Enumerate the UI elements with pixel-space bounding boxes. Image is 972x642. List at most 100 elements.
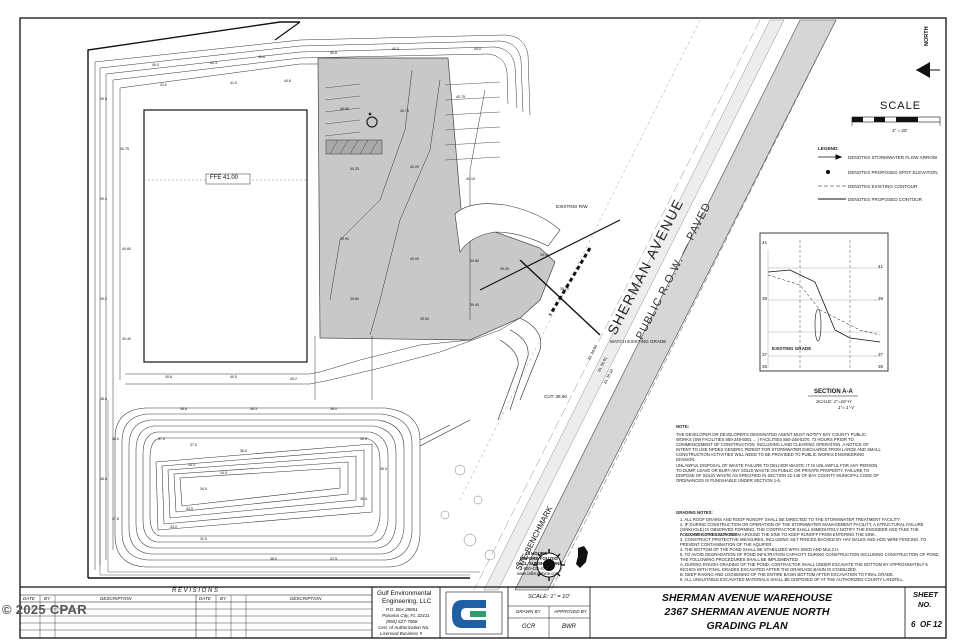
svg-text:40.20: 40.20 — [410, 165, 419, 169]
svg-text:36.0: 36.0 — [380, 467, 387, 471]
rev-col-desc-2: DESCRIPTION — [290, 596, 322, 601]
svg-text:32.5: 32.5 — [200, 537, 207, 541]
legend-symbols — [818, 154, 846, 200]
svg-text:39.40: 39.40 — [470, 303, 479, 307]
retention-pond — [114, 407, 421, 568]
title-line-2: 2367 SHERMAN AVENUE NORTH — [664, 606, 830, 618]
svg-text:41.0: 41.0 — [230, 81, 237, 85]
svg-text:36.5: 36.5 — [240, 449, 247, 453]
title-block — [19, 586, 946, 639]
svg-text:40.0: 40.0 — [474, 47, 481, 51]
property-boundary — [87, 21, 470, 579]
engineer-addr-1: P.O. Box 28851 — [386, 607, 418, 612]
section-existing-grade: EXISTING GRADE — [772, 346, 812, 351]
engineer-addr-5: Licensed Business # — [380, 631, 423, 636]
svg-text:39.00: 39.00 — [540, 253, 549, 257]
revisions-title: R E V I S I O N S — [172, 588, 219, 594]
building-apron-contours — [125, 317, 521, 385]
pond-outer-contours — [99, 400, 480, 576]
flow-lines — [329, 69, 486, 336]
rev-col-by-2: BY — [220, 596, 227, 601]
svg-text:39.2: 39.2 — [100, 297, 107, 301]
sherman-avenue-road — [459, 19, 837, 591]
note-paragraph-2: UNLAWFUL DISPOSAL OF WASTE FAILURE TO DE… — [676, 463, 879, 484]
rev-col-date-2: DATE — [199, 596, 211, 601]
grading-note-2a: A. GRADE A DIVERSION BERM AROUND THE SIN… — [680, 532, 876, 537]
entrance-island — [454, 203, 561, 253]
paved-parking-area — [317, 57, 556, 341]
svg-text:35.5: 35.5 — [360, 497, 367, 501]
legend-title: LEGEND: — [818, 146, 839, 151]
note-paragraph-1: THE DEVELOPER OR DEVELOPER'S DESIGNATED … — [676, 432, 881, 463]
scale-box-scale: SCALE: 1" = 10' — [528, 594, 570, 600]
drawn-by-value: GCR — [522, 624, 536, 630]
svg-text:33.0: 33.0 — [170, 525, 177, 529]
section-cut-line — [479, 219, 621, 336]
grading-note-5a: A. DURING ROUGH GRADING OF THE POND, CON… — [680, 562, 928, 573]
svg-text:38.0: 38.0 — [330, 407, 337, 411]
svg-text:37.9: 37.9 — [330, 557, 337, 561]
svg-text:39.60: 39.60 — [350, 297, 359, 301]
svg-text:40.25: 40.25 — [350, 167, 359, 171]
sunshine-line-3: CALL SUNSHINE ONE — [516, 561, 563, 566]
svg-text:40.60: 40.60 — [122, 247, 131, 251]
svg-text:34.0: 34.0 — [200, 487, 207, 491]
rev-col-by-1: BY — [44, 596, 51, 601]
note-header: NOTE: — [676, 424, 690, 429]
svg-text:40.00: 40.00 — [410, 257, 419, 261]
grading-note-2: 2. IF DURING CONSTRUCTION OR OPERATION O… — [680, 522, 924, 538]
watermark: © 2025 CPAR — [2, 602, 87, 617]
grading-notes-header: GRADING NOTES: — [676, 510, 713, 515]
section-tick-left-2: 37 — [762, 352, 768, 357]
scale-subtext: 1" = 20' — [892, 128, 908, 133]
grading-note-5: 5. TO AVOID DEGRADATION OF POND INFILTRA… — [680, 552, 940, 563]
approved-by-label: APPROVED BY — [554, 609, 587, 614]
section-tick-right-3: 36 — [878, 364, 884, 369]
svg-text:40.10: 40.10 — [466, 177, 475, 181]
sheet-of: OF — [920, 620, 932, 629]
section-tick-left-0: 41 — [762, 240, 768, 245]
svg-text:38.8: 38.8 — [180, 407, 187, 411]
site-contours — [94, 34, 531, 570]
svg-text:39.50: 39.50 — [420, 317, 429, 321]
legend-item-spot: DENOTES PROPOSED SPOT ELEVATION — [848, 170, 938, 175]
svg-text:40.6: 40.6 — [284, 79, 291, 83]
svg-text:40.0: 40.0 — [392, 47, 399, 51]
scale-bar — [851, 116, 941, 126]
svg-text:35.0: 35.0 — [188, 463, 195, 467]
match-grade-label: MATCH EXISTING GRADE — [610, 339, 667, 344]
svg-text:38.0: 38.0 — [112, 437, 119, 441]
section-tick-right-2: 37 — [878, 352, 884, 357]
svg-text:40.70: 40.70 — [400, 109, 409, 113]
svg-text:36.6: 36.6 — [360, 437, 367, 441]
sunshine-811-logo — [533, 546, 588, 581]
svg-text:EL 34.94: EL 34.94 — [586, 343, 598, 360]
grading-note-5b: B. DEEP RAKING AND LOOSENING OF THE ENTI… — [680, 572, 894, 577]
svg-text:39.4: 39.4 — [100, 197, 107, 201]
svg-text:39.20: 39.20 — [500, 267, 509, 271]
svg-text:38.70: 38.70 — [560, 287, 569, 291]
section-tick-right-1: 39 — [878, 296, 884, 301]
north-label: NORTH — [924, 26, 930, 46]
engineer-addr-3: (850) 527-7068 — [386, 619, 418, 624]
title-line-1: SHERMAN AVENUE WAREHOUSE — [661, 592, 833, 604]
engineer-addr-4: Cert. of Authorization No. — [378, 625, 430, 630]
svg-text:40.8: 40.8 — [165, 375, 172, 379]
engineer-name-2: Engineering, LLC — [382, 598, 432, 605]
existing-rw-label: EXISTING R/W — [556, 204, 588, 209]
svg-text:38.8: 38.8 — [100, 397, 107, 401]
legend-item-existing: DENOTES EXISTING CONTOUR — [848, 184, 918, 189]
section-tick-left-1: 39 — [762, 296, 768, 301]
svg-text:40.6: 40.6 — [258, 55, 265, 59]
svg-text:37.8: 37.8 — [112, 517, 119, 521]
rev-col-desc-1: DESCRIPTION — [100, 596, 132, 601]
sunshine-line-5: www.callsunshine.com — [517, 571, 560, 576]
section-aa-detail — [759, 232, 889, 372]
title-line-3: GRADING PLAN — [706, 620, 788, 632]
grading-note-4: 4. THE BOTTOM OF THE POND SHALL BE STABI… — [680, 547, 839, 552]
sunshine-line-2: BEFORE YOU DIG — [520, 556, 558, 561]
svg-text:40.75: 40.75 — [120, 147, 129, 151]
section-title: SECTION A-A — [814, 389, 853, 395]
